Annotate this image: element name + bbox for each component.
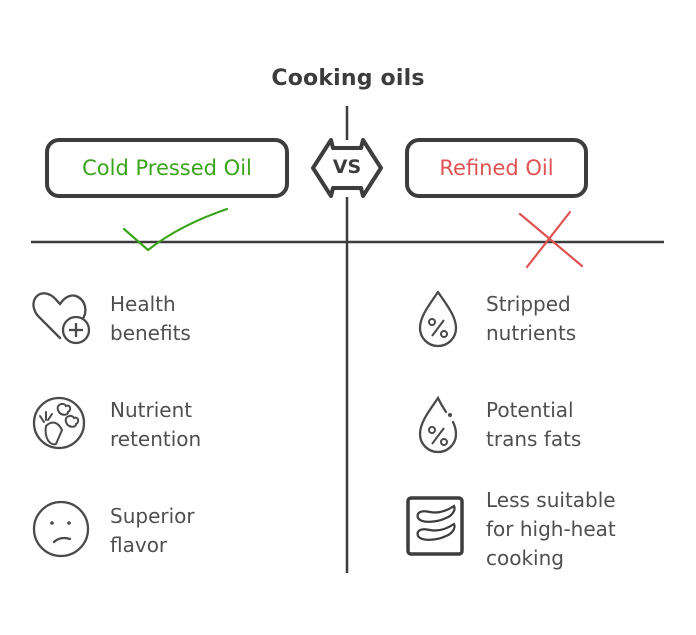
right-item-transfats: Potential trans fats bbox=[410, 395, 670, 456]
peppers-pan-icon bbox=[406, 496, 464, 556]
right-item-highheat-line2: for high-heat bbox=[486, 517, 616, 541]
right-item-highheat-line1: Less suitable bbox=[486, 488, 616, 512]
right-item-highheat: Less suitable for high-heat cooking bbox=[406, 486, 686, 576]
vs-badge-shape bbox=[311, 138, 383, 198]
left-item-flavor: Superior flavor bbox=[30, 500, 290, 562]
right-item-stripped-line1: Stripped bbox=[486, 292, 571, 316]
left-header-box: Cold Pressed Oil bbox=[45, 138, 289, 198]
left-item-nutrient-line2: retention bbox=[110, 427, 202, 451]
right-header-label: Refined Oil bbox=[439, 156, 554, 180]
vs-badge: VS bbox=[305, 134, 389, 202]
left-item-flavor-line2: flavor bbox=[110, 533, 168, 557]
right-item-stripped-line2: nutrients bbox=[486, 321, 577, 345]
drop-percent-icon bbox=[418, 290, 458, 348]
left-item-nutrient: Nutrient retention bbox=[30, 396, 290, 456]
face-icon bbox=[32, 500, 90, 558]
right-item-transfats-line1: Potential bbox=[486, 398, 574, 422]
left-item-nutrient-line1: Nutrient bbox=[110, 398, 193, 422]
left-item-health-line1: Health bbox=[110, 292, 176, 316]
right-item-highheat-line3: cooking bbox=[486, 546, 564, 570]
heart-plus-icon bbox=[32, 292, 91, 345]
cross-icon bbox=[518, 210, 584, 269]
right-item-transfats-line2: trans fats bbox=[486, 427, 582, 451]
left-item-health: Health benefits bbox=[30, 290, 290, 350]
right-header-box: Refined Oil bbox=[405, 138, 588, 198]
vs-label: VS bbox=[332, 156, 362, 178]
right-item-stripped: Stripped nutrients bbox=[410, 290, 670, 350]
left-item-flavor-line1: Superior bbox=[110, 504, 195, 528]
checkmark-icon bbox=[122, 207, 229, 252]
left-header-label: Cold Pressed Oil bbox=[82, 156, 252, 180]
left-item-health-line2: benefits bbox=[110, 321, 191, 345]
vegetables-icon bbox=[32, 396, 86, 450]
drop-percent-broken-icon bbox=[418, 395, 458, 454]
diagram-title: Cooking oils bbox=[271, 66, 425, 91]
